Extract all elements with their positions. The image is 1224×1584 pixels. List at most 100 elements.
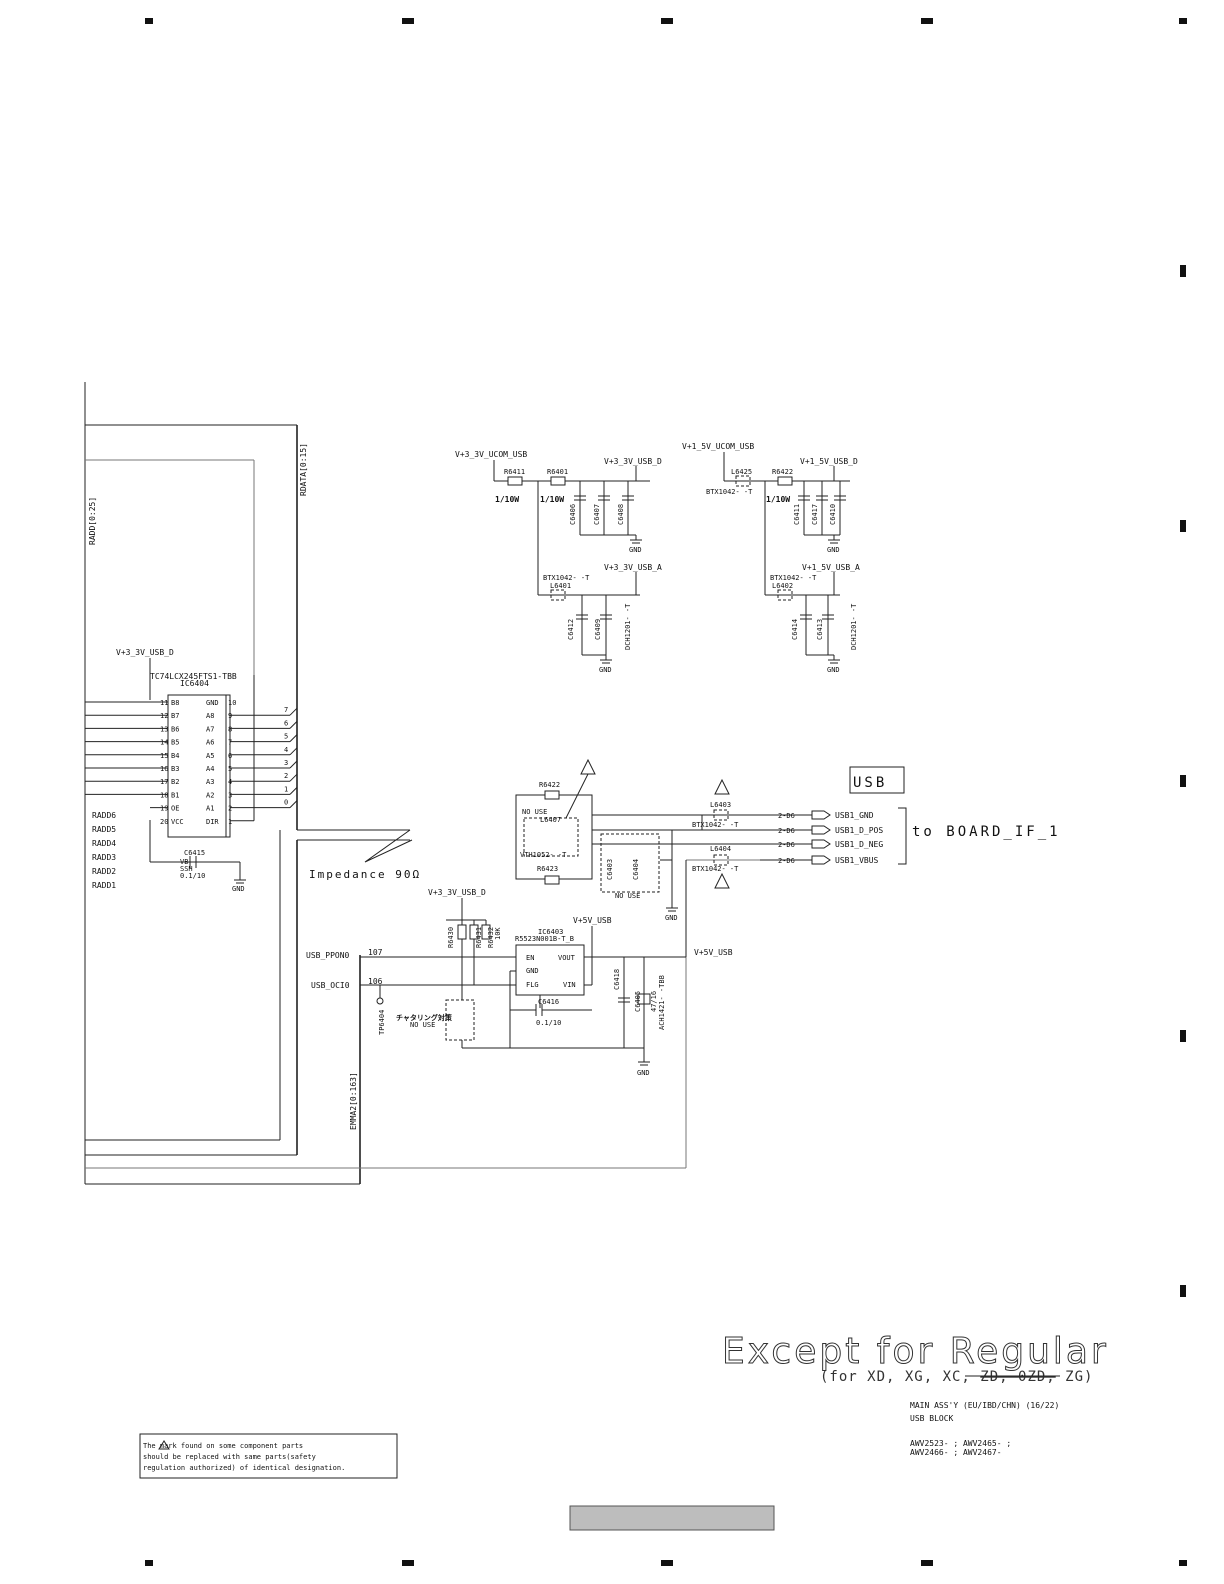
- ur-cap-a-0: C6414: [791, 619, 799, 640]
- usb-sheet-ref-0: 2-D6: [778, 812, 795, 820]
- c6415-type: VB: [180, 858, 188, 866]
- bus-bit-label: 3: [284, 759, 288, 767]
- title-for-suffix: ZG): [1056, 1369, 1094, 1385]
- ic6404-pinnum-right-7: 3: [228, 791, 232, 799]
- usb-bracket: [898, 807, 907, 865]
- ic6403-pin-vout: VOUT: [558, 954, 576, 962]
- ic6404-body: [167, 694, 231, 838]
- r6401: [550, 476, 566, 486]
- usb-sheet-ref-3: 2-D6: [778, 857, 795, 865]
- r6423-ref: R6423: [537, 865, 558, 873]
- ic6404-pin-right-dir: DIR: [206, 818, 219, 826]
- ic6404-pinnum-right-6: 4: [228, 778, 232, 786]
- ic6403-pin-flg: FLG: [526, 981, 539, 989]
- nouse-cap: [445, 999, 475, 1041]
- ic6404-pin-left-b7: B7: [171, 712, 179, 720]
- l6401-part: BTX1042- -T: [543, 574, 590, 582]
- usb-caps-array: [600, 833, 660, 893]
- bus-entry: [289, 734, 298, 742]
- l6425-part: BTX1042- -T: [706, 488, 753, 496]
- c6415-gnd: GND: [232, 885, 245, 893]
- ur-cap-d-2: C6410: [829, 504, 837, 525]
- c6416-ref: C6416: [538, 998, 559, 1006]
- bus-bit-label: 5: [284, 733, 288, 741]
- ic6404-pinnum-left-0: 11: [160, 699, 168, 707]
- ic6404-pinnum-right-0: 10: [228, 699, 236, 707]
- c6415-ref: C6415: [184, 849, 205, 857]
- l6407-part: VTH1052- -T: [520, 851, 567, 859]
- l6404-part: BTX1042- -T: [692, 865, 739, 873]
- usb-offpage-connector: [811, 810, 831, 820]
- ic6403-part: R5523N001B-T_B: [515, 935, 574, 943]
- safety-triangle-icon: [158, 1440, 170, 1450]
- ps-out-label: V+5V_USB: [694, 948, 733, 957]
- ic6404-pinnum-left-6: 17: [160, 778, 168, 786]
- r6422-top-note: NO USE: [522, 808, 547, 816]
- safety-line-3: regulation authorized) of identical desi…: [143, 1464, 345, 1472]
- l6401-ref: L6401: [550, 582, 571, 590]
- usb-gnd: GND: [665, 914, 678, 922]
- ic6404-supply-label: V+3_3V_USB_D: [116, 648, 174, 657]
- r6423: [544, 875, 560, 885]
- ic6403-pin-gnd: GND: [526, 967, 539, 975]
- c6415-cap: C6415 VB SSH 0.1/10 GND: [149, 820, 246, 893]
- r6401-value: 1/10W: [540, 495, 564, 504]
- ul-rail-d: V+3_3V_USB_D: [604, 457, 662, 466]
- bus-bit-label: 1: [284, 785, 288, 793]
- usb-signal-usb1_d_neg: USB1_D_NEG: [835, 840, 883, 849]
- ic6404-pin-right-a5: A5: [206, 752, 214, 760]
- caution-triangle-3: [714, 872, 730, 889]
- l6407-ref: L6407: [540, 816, 561, 824]
- bus-entry: [289, 707, 298, 716]
- upper-left-filter: V+3_3V_UCOM_USB V+3_3V_USB_D R6411 1/10W…: [455, 450, 662, 674]
- ic6404-pin-right-a2: A2: [206, 791, 214, 799]
- bus-wiring: [84, 382, 810, 1185]
- ps-bit-oci: 106: [368, 977, 383, 986]
- bus-bit-label: 2: [284, 772, 288, 780]
- ps-supply-d: V+3_3V_USB_D: [428, 888, 486, 897]
- ic6404-pinnum-left-2: 13: [160, 725, 168, 733]
- ic6404-pin-right-a3: A3: [206, 778, 214, 786]
- radd-label-5: RADD1: [92, 881, 116, 890]
- usb-signal-usb1_gnd: USB1_GND: [835, 811, 874, 820]
- ps-net-ppon: USB_PPON0: [306, 951, 350, 960]
- l6404-ref: L6404: [710, 845, 731, 853]
- ul-cap-a-1: C6409: [594, 619, 602, 640]
- ps-bit-ppon: 107: [368, 948, 383, 957]
- ul-rail-a: V+3_3V_USB_A: [604, 563, 662, 572]
- tp6404-ref: TP6404: [378, 1010, 386, 1035]
- l6403-part: BTX1042- -T: [692, 821, 739, 829]
- r6430: [457, 924, 467, 940]
- ic6404-pinnum-left-1: 12: [160, 712, 168, 720]
- ul-gnd-a: GND: [599, 666, 612, 674]
- l6403-ref: L6403: [710, 801, 731, 809]
- ul-gnd-d: GND: [629, 546, 642, 554]
- ur-cap-part: DCH1201- -T: [850, 603, 858, 650]
- ic6404-pinnum-right-3: 7: [228, 739, 232, 747]
- ic6404-pin-left-b1: B1: [171, 791, 179, 799]
- usb-cap-1: C6404: [632, 859, 640, 880]
- ur-gnd-a: GND: [827, 666, 840, 674]
- r6422-ur-ref: R6422: [772, 468, 793, 476]
- usb-offpage-connector: [811, 839, 831, 849]
- usb-signal-usb1_d_pos: USB1_D_POS: [835, 826, 883, 835]
- bus-entry: [289, 787, 298, 795]
- r6432-ref: R6432: [487, 927, 495, 948]
- ps-supply-5v: V+5V_USB: [573, 916, 612, 925]
- res-value: 10K: [494, 927, 502, 940]
- ic6404-pin-left-b8: B8: [171, 699, 179, 707]
- ic6404-pin-right-a1: A1: [206, 805, 214, 813]
- usb-caps-note: NO USE: [615, 892, 640, 900]
- title-for-struck: ZD, 0ZD,: [980, 1369, 1055, 1385]
- ul-cap-d-1: C6407: [593, 504, 601, 525]
- ul-cap-d-2: C6408: [617, 504, 625, 525]
- bus-bit-label: 4: [284, 746, 288, 754]
- ic6404-pin-right-a8: A8: [206, 712, 214, 720]
- safety-line-1: The mark found on some component parts: [143, 1442, 303, 1450]
- ic6404-pinnum-right-2: 8: [228, 725, 232, 733]
- ic6404-pinnum-left-7: 18: [160, 791, 168, 799]
- r6422-top-ref: R6422: [539, 781, 560, 789]
- usb-destination: to BOARD_IF_1: [912, 824, 1061, 840]
- bus-label-emma: EMMA2[0:163]: [349, 1072, 358, 1130]
- ul-rail-in: V+3_3V_UCOM_USB: [455, 450, 527, 459]
